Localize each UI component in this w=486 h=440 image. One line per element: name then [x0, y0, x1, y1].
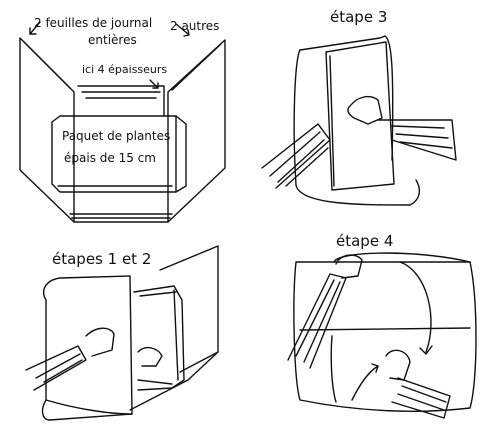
label-others: 2 autres — [170, 19, 220, 33]
label-step4: étape 4 — [336, 232, 394, 250]
label-full-sheets-line2: entières — [88, 33, 137, 47]
label-full-sheets: 2 feuilles de journal — [34, 16, 153, 30]
label-thickness: ici 4 épaisseurs — [82, 63, 168, 76]
panel3-wrapping-drawing — [26, 246, 218, 420]
label-bundle-line2: épais de 15 cm — [64, 151, 156, 165]
label-steps-1-2: étapes 1 et 2 — [52, 250, 152, 268]
panel4-rolling-drawing — [288, 253, 476, 418]
label-bundle-line1: Paquet de plantes — [62, 129, 171, 143]
label-step3: étape 3 — [330, 8, 388, 26]
panel1-folder-drawing — [20, 22, 225, 222]
panel2-folding-drawing — [262, 36, 456, 205]
